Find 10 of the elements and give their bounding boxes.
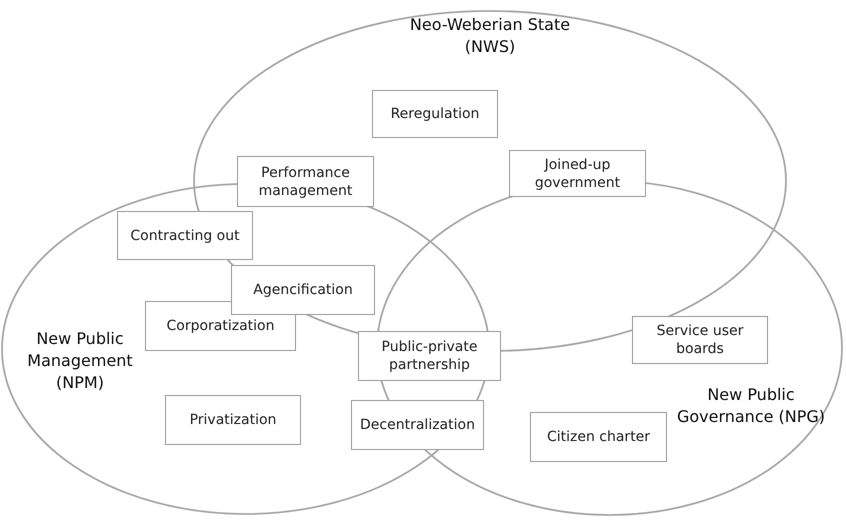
- concept-box: Privatization: [165, 395, 301, 445]
- concept-box: Contracting out: [117, 211, 253, 260]
- circle-heading: New Public Governance (NPG): [676, 384, 826, 428]
- concept-box: Service user boards: [632, 316, 768, 364]
- concept-box: Public-private partnership: [358, 331, 501, 381]
- concept-box: Reregulation: [372, 90, 498, 138]
- circle-heading: New Public Management (NPM): [26, 328, 134, 394]
- concept-box: Agencification: [231, 265, 375, 315]
- circle-heading: Neo-Weberian State (NWS): [408, 14, 572, 58]
- concept-box: Citizen charter: [530, 412, 667, 462]
